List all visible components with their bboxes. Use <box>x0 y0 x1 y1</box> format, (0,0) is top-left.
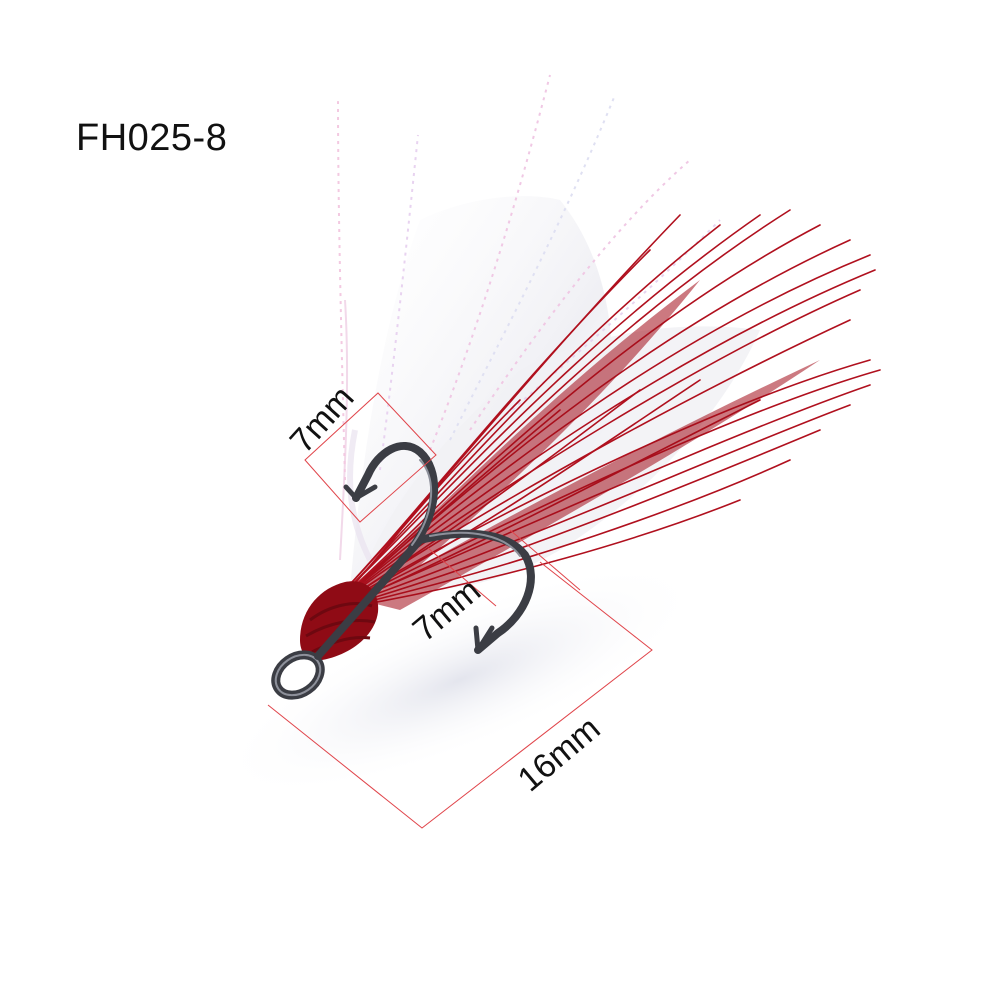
treble-hook-icon <box>271 442 535 700</box>
dim-line-lower-gap-end <box>509 529 581 591</box>
dim-line-lower-gap <box>427 547 497 607</box>
red-feather-icon <box>337 209 881 605</box>
thread-wrap-icon <box>300 581 379 661</box>
dim-line-upper-gap <box>304 392 437 523</box>
dimension-lines <box>267 392 653 829</box>
dim-line-length <box>267 561 653 829</box>
model-code-label: FH025-8 <box>76 117 228 159</box>
lure-shadow <box>217 562 703 798</box>
